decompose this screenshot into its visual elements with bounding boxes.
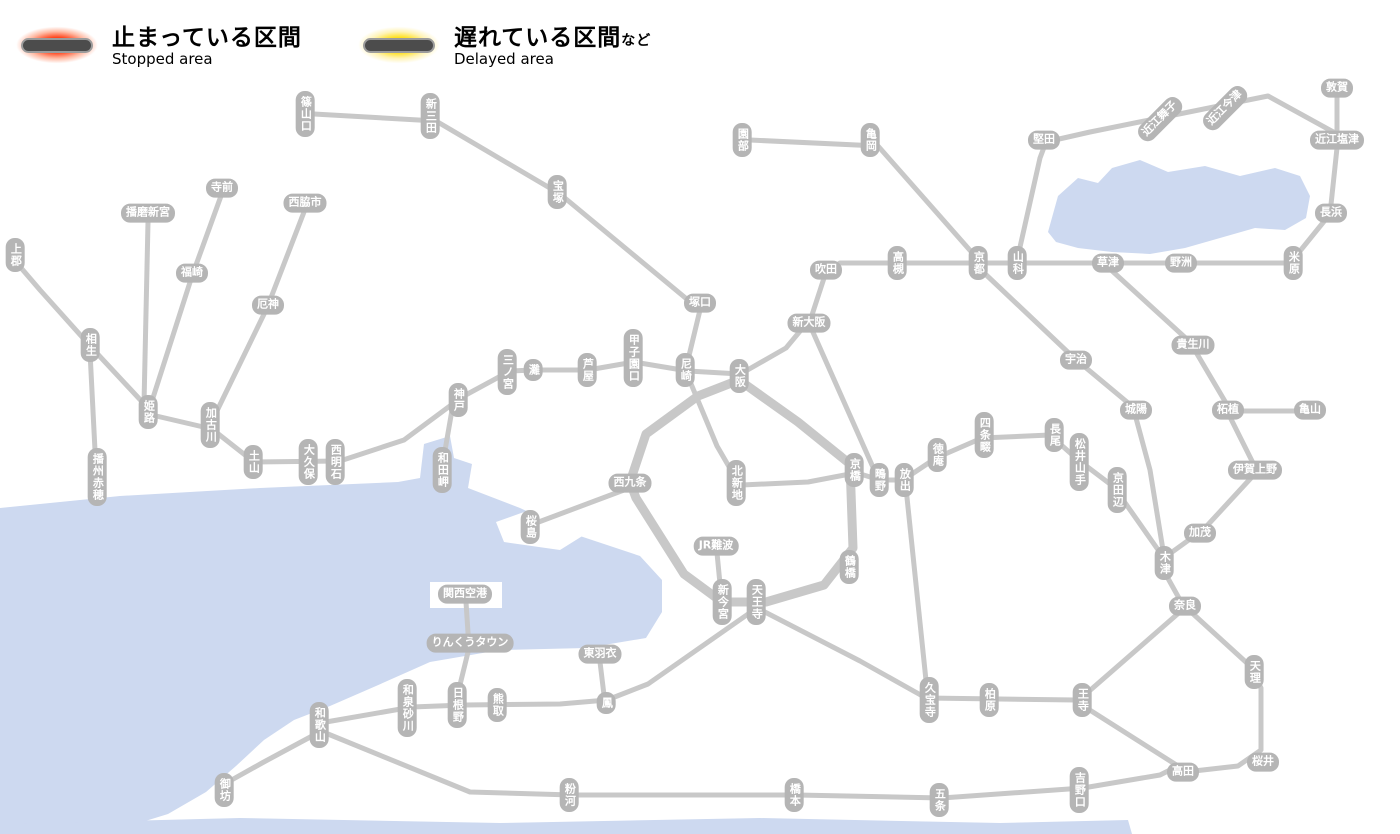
nara-kizu-link [1162,570,1183,603]
legend-item-stopped: 止まっている区間 Stopped area [6,22,302,68]
kusatsu-line [1107,266,1229,406]
yamatoji-line-east [1084,608,1184,696]
legend: 止まっている区間 Stopped area 遅れている区間など Delayed … [6,22,651,68]
osakahigashi-line-south [903,485,930,693]
osaka-loop-line [625,375,858,607]
hokuriku-line [1293,93,1340,259]
delayed-legend-text: 遅れている区間など Delayed area [454,22,651,68]
sakurai-line [1188,609,1264,774]
osakahigashi-line-north [809,327,879,477]
south-coast [0,818,1132,834]
kakogawa-line [210,209,307,422]
lake-biwa [1048,160,1310,254]
wakayama-line [325,704,1181,801]
stopped-sublabel: Stopped area [112,50,213,69]
bantan-line [148,193,224,407]
stopped-label: 止まっている区間 [112,25,302,51]
gakkentoshi-line [854,432,1164,557]
delayed-label-suffix: など [621,33,652,49]
kansai-line [1165,414,1256,558]
stopped-line-sample [21,38,93,53]
ako-line [87,349,99,473]
yamatoji-namba-branch [714,550,724,597]
delayed-line-sample [362,38,435,53]
yamatoji-line [758,607,1079,703]
legend-item-delayed: 遅れている区間など Delayed area [347,22,651,68]
hagoromo-branch [597,659,607,698]
sanin-line [747,137,978,259]
sanyo-line [13,259,149,409]
kisei-line [225,732,317,785]
delayed-glow-icon [347,22,450,68]
stopped-legend-text: 止まっている区間 Stopped area [112,22,302,68]
biwako-kyoto-line [741,260,1299,375]
kishin-line [141,219,151,407]
osaka-bay [0,436,662,834]
delayed-sublabel: Delayed area [453,50,554,69]
fukuchiyama-line [311,111,703,367]
kosei-line [1015,93,1340,259]
stopped-glow-icon [6,22,108,68]
nara-line [978,267,1166,553]
sakurajima-line [533,487,627,526]
delayed-label: 遅れている区間 [453,25,622,51]
